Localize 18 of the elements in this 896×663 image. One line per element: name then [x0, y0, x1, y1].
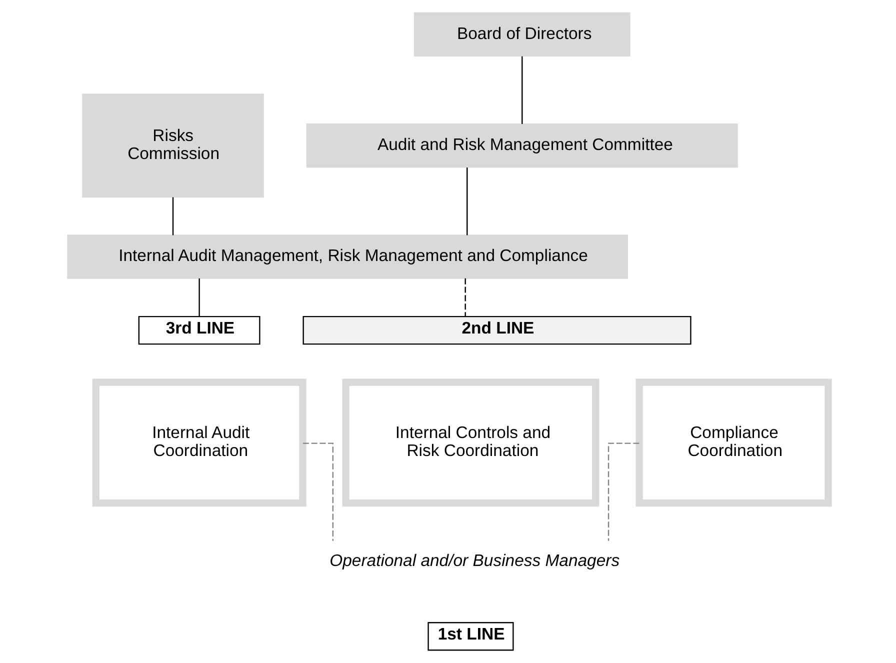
connector	[466, 168, 468, 236]
node-box: Internal Audit Coordination	[92, 378, 306, 507]
connector	[172, 197, 174, 236]
connector	[198, 278, 200, 316]
connector	[608, 442, 640, 541]
connector	[522, 56, 523, 124]
node-box: Internal Controls and Risk Coordination	[342, 378, 600, 507]
connector	[464, 278, 466, 316]
node-box: 3rd LINE	[138, 316, 260, 345]
node-box: Board of Directors	[414, 12, 630, 56]
node-box: Compliance Coordination	[636, 378, 832, 507]
node-box: 2nd LINE	[302, 316, 692, 345]
connector	[302, 442, 334, 541]
node-box: 1st LINE	[428, 622, 514, 651]
node-box: Internal Audit Management, Risk Management and Compliance	[67, 234, 628, 279]
node-box: Risks Commission	[82, 94, 264, 198]
node-box: Audit and Risk Management Committee	[306, 123, 738, 168]
node-text: Operational and/or Business Managers	[330, 551, 620, 570]
